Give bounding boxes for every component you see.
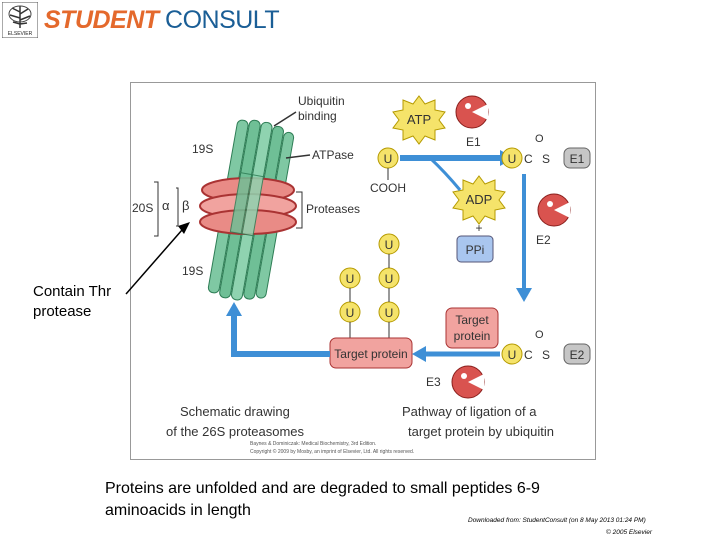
e3-label: E3 xyxy=(426,375,441,389)
ubiquitin-u-circle: U xyxy=(377,147,399,169)
logo-text: ELSEVIER xyxy=(8,31,33,37)
thioester-s-2: S xyxy=(542,348,550,362)
adp-label: ADP xyxy=(466,192,493,207)
footer-downloaded: Downloaded from: StudentConsult (on 8 Ma… xyxy=(468,517,646,524)
footer-copyright: © 2005 Elsevier xyxy=(606,529,652,536)
callout-label: Contain Thr protease xyxy=(33,282,143,322)
elsevier-logo: ELSEVIER xyxy=(2,2,38,38)
svg-text:U: U xyxy=(385,272,394,286)
atp-burst: ATP xyxy=(392,95,446,145)
callout-line1: Contain Thr xyxy=(33,283,112,300)
label-20s: 20S xyxy=(132,201,153,215)
e2-box xyxy=(563,343,591,365)
atpase-label: ATPase xyxy=(312,148,354,162)
ubiquitin-binding-label-1: Ubiquitin xyxy=(298,94,345,108)
arrowhead xyxy=(412,346,426,362)
thioester-c-2: C xyxy=(524,348,533,362)
e2-label: E2 xyxy=(536,233,551,247)
adp-burst: ADP xyxy=(452,175,506,225)
copyright-line1: Baynes & Dominiczak: Medical Biochemistr… xyxy=(250,441,376,447)
ubiquitin-u-circle: U xyxy=(378,301,400,323)
arrowhead xyxy=(226,302,242,316)
ubiquitin-u-circle: U xyxy=(501,343,523,365)
ubiquitin-u-circle: U xyxy=(339,301,361,323)
ubiquitin-u-circle: U xyxy=(378,233,400,255)
arrowhead xyxy=(516,288,532,302)
svg-text:U: U xyxy=(508,152,517,166)
schematic-line2: of the 26S proteasomes xyxy=(166,424,305,439)
ubiquitin-u-circle: U xyxy=(378,267,400,289)
pointer-line xyxy=(273,111,297,127)
caption: Proteins are unfolded and are degraded t… xyxy=(105,478,625,522)
brand-student: STUDENT xyxy=(44,6,159,34)
label-19s-bottom: 19S xyxy=(182,264,203,278)
e2-enzyme-icon xyxy=(537,193,571,227)
atp-label: ATP xyxy=(407,112,431,127)
ppi-box xyxy=(456,235,494,263)
brand-consult: CONSULT xyxy=(165,6,280,34)
e1-label: E1 xyxy=(466,135,481,149)
svg-text:U: U xyxy=(385,306,394,320)
pathway-line2: target protein by ubiquitin xyxy=(408,424,554,439)
thioester-s: S xyxy=(542,152,550,166)
caption-line1: Proteins are unfolded and are degraded t… xyxy=(105,480,540,497)
target-box-line2: protein xyxy=(454,329,491,343)
callout-line2: protease xyxy=(33,303,92,320)
bracket-proteases xyxy=(296,191,303,229)
svg-text:U: U xyxy=(384,152,393,166)
e1-box-label: E1 xyxy=(570,152,585,166)
svg-text:U: U xyxy=(508,348,517,362)
label-19s-top: 19S xyxy=(192,142,213,156)
plus-sign: + xyxy=(475,221,482,235)
pathway-line1: Pathway of ligation of a xyxy=(402,404,537,419)
e3-enzyme-icon xyxy=(451,365,485,399)
o-label-2: O xyxy=(535,329,544,341)
target-protein-label: Target protein xyxy=(334,347,407,361)
ppi-label: PPi xyxy=(466,243,485,257)
e2-box-label: E2 xyxy=(570,348,585,362)
e1-enzyme-icon xyxy=(455,95,489,129)
arrow-to-adp xyxy=(428,156,462,191)
brand-title: STUDENT CONSULT xyxy=(44,6,280,35)
callout-arrow xyxy=(125,222,190,295)
target-box-line1: Target xyxy=(455,313,489,327)
ubiquitin-u-circle: U xyxy=(339,267,361,289)
svg-text:U: U xyxy=(346,272,355,286)
copyright-line2: Copyright © 2009 by Mosby, an imprint of… xyxy=(250,448,414,455)
e1-box xyxy=(563,147,591,169)
svg-text:U: U xyxy=(385,238,394,252)
pointer-line xyxy=(285,154,311,159)
proteases-label: Proteases xyxy=(306,202,360,216)
ubiquitin-binding-label-2: binding xyxy=(298,109,337,123)
beta-label: β xyxy=(182,198,189,213)
thioester-c: C xyxy=(524,152,533,166)
ubiquitin-u-circle: U xyxy=(501,147,523,169)
caption-line2: aminoacids in length xyxy=(105,502,251,519)
schematic-line1: Schematic drawing xyxy=(180,404,290,419)
arrow-to-proteasome xyxy=(231,314,330,357)
cooh-label: COOH xyxy=(370,181,406,195)
o-label: O xyxy=(535,133,544,145)
bracket-20s xyxy=(154,181,159,237)
proteasome-figure: Ubiquitin binding 19S ATPase 20S α β Pro… xyxy=(130,82,596,460)
svg-text:U: U xyxy=(346,306,355,320)
alpha-label: α xyxy=(162,198,170,213)
bracket-beta xyxy=(176,187,179,227)
target-protein-box-right xyxy=(445,307,499,349)
